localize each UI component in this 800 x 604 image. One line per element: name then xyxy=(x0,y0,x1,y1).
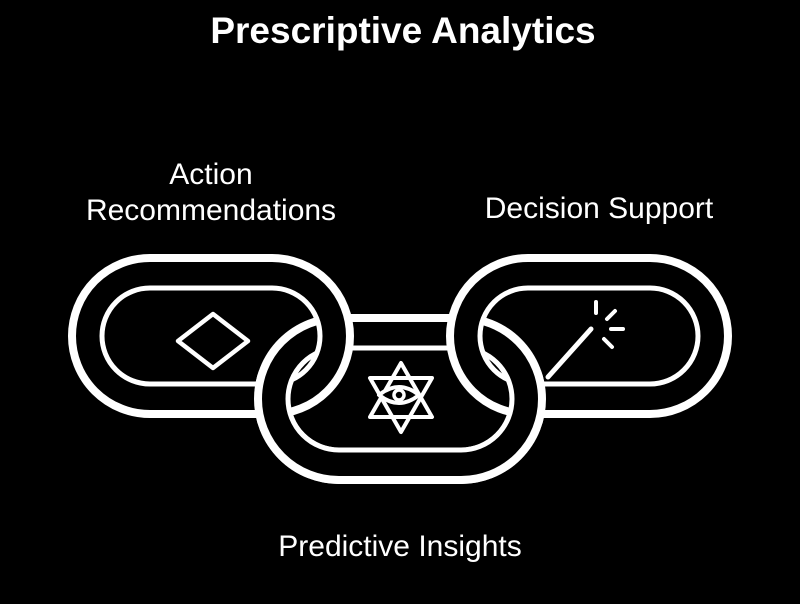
node-label-action-recommendations-line2: Recommendations xyxy=(86,194,336,227)
node-label-action-recommendations-line1: Action xyxy=(169,158,252,191)
diamond-icon xyxy=(175,311,251,371)
node-label-predictive-insights: Predictive Insights xyxy=(278,530,521,563)
node-label-decision-support: Decision Support xyxy=(485,192,714,225)
eye-pupil xyxy=(392,388,406,402)
star-eye-icon xyxy=(368,361,434,434)
magic-wand-icon xyxy=(545,300,625,380)
chain-link-right xyxy=(446,254,732,418)
diagram-title: Prescriptive Analytics xyxy=(210,10,595,51)
chain-link-right-outer-edge xyxy=(446,254,732,418)
chain-link-right-inner-edge xyxy=(477,285,701,387)
